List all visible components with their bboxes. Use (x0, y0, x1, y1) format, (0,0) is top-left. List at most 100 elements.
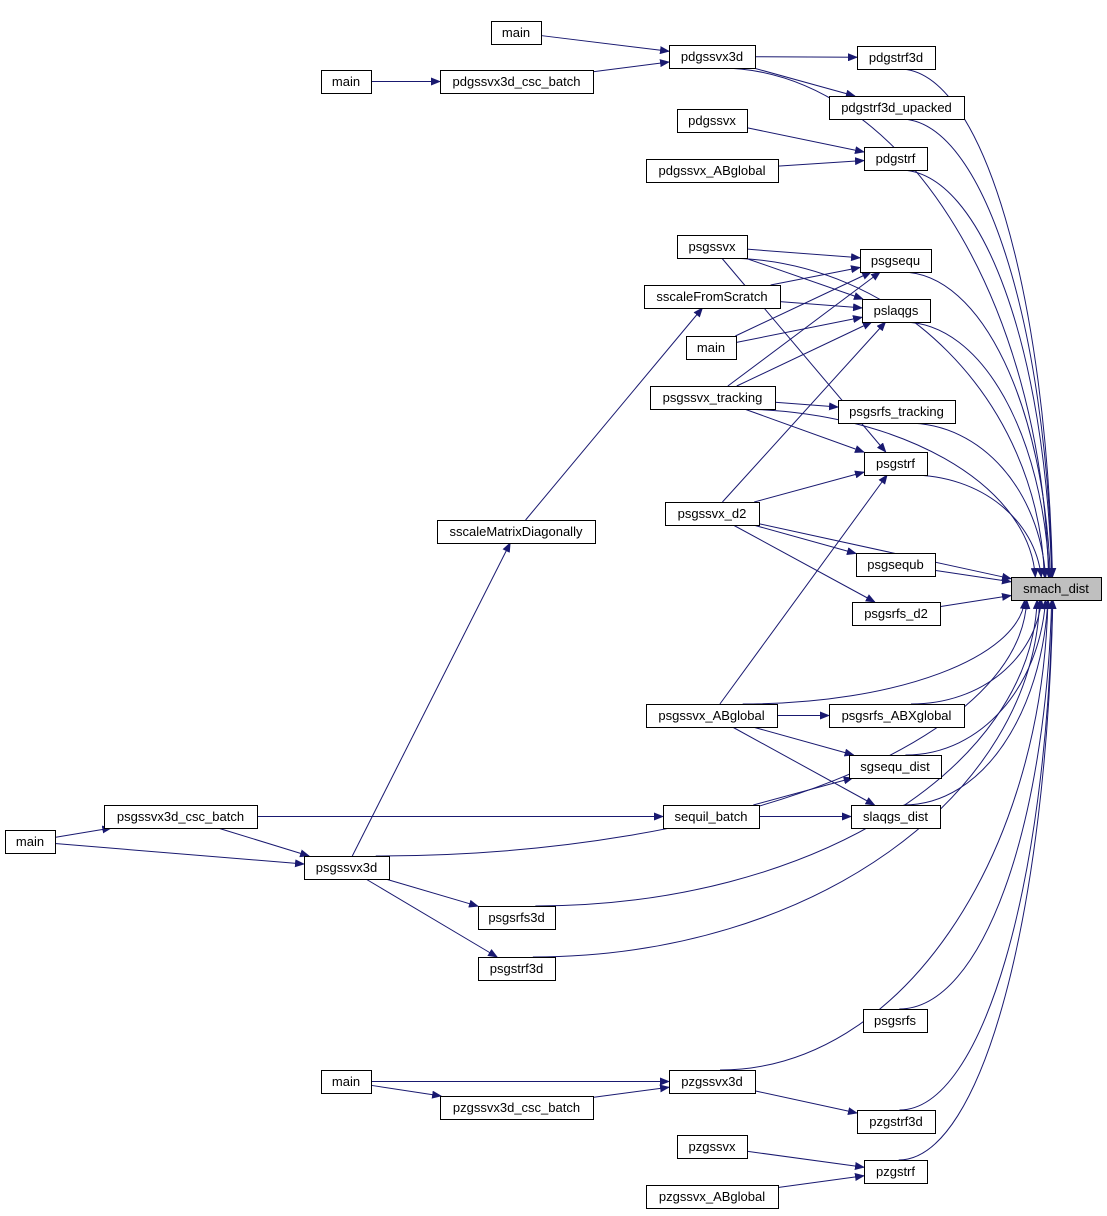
edge-psgssvx_tracking-to-psgsequ (727, 271, 881, 387)
edge-path (777, 1173, 865, 1189)
node-box[interactable] (669, 1070, 756, 1094)
node-box[interactable] (838, 400, 956, 424)
node-psgssvx3d_csc_batch[interactable]: psgssvx3d_csc_batch (104, 805, 258, 829)
node-sscaleMatrixDiagonally[interactable]: sscaleMatrixDiagonally (437, 520, 596, 544)
node-pzgstrf3d[interactable]: pzgstrf3d (857, 1110, 936, 1134)
node-box[interactable] (104, 805, 258, 829)
node-box[interactable] (437, 520, 596, 544)
edge-path (774, 401, 839, 411)
node-main[interactable]: main (686, 336, 737, 360)
node-box[interactable] (665, 502, 760, 526)
node-pdgssvx3d[interactable]: pdgssvx3d (669, 45, 756, 69)
edge-psgssvx_d2-to-smach_dist (758, 523, 1012, 581)
node-psgsrfs_d2[interactable]: psgsrfs_d2 (852, 602, 941, 626)
node-psgsrfs3d[interactable]: psgsrfs3d (478, 906, 556, 930)
node-box[interactable] (677, 109, 748, 133)
node-psgstrf[interactable]: psgstrf (864, 452, 928, 476)
node-psgssvx3d[interactable]: psgssvx3d (304, 856, 390, 880)
node-psgsrfs_tracking[interactable]: psgsrfs_tracking (838, 400, 956, 424)
node-box[interactable] (321, 70, 372, 94)
node-box[interactable] (1011, 577, 1102, 601)
node-box[interactable] (860, 249, 932, 273)
node-psgsrfs_ABXglobal[interactable]: psgsrfs_ABXglobal (829, 704, 965, 728)
edge-path (902, 321, 1053, 578)
node-box[interactable] (864, 1160, 928, 1184)
target-node-smach_dist[interactable]: smach_dist (1011, 577, 1102, 601)
node-psgssvx_ABglobal[interactable]: psgssvx_ABglobal (646, 704, 778, 728)
node-box[interactable] (851, 805, 941, 829)
node-pzgstrf[interactable]: pzgstrf (864, 1160, 928, 1184)
edge-psgstrf-to-smach_dist (910, 474, 1045, 578)
node-label: main (502, 25, 530, 40)
node-pzgssvx3d_csc_batch[interactable]: pzgssvx3d_csc_batch (440, 1096, 594, 1120)
edge-path (770, 265, 861, 286)
node-psgssvx_tracking[interactable]: psgssvx_tracking (650, 386, 776, 410)
node-pdgssvx3d_csc_batch[interactable]: pdgssvx3d_csc_batch (440, 70, 594, 94)
node-pzgssvx3d[interactable]: pzgssvx3d (669, 1070, 756, 1094)
node-pdgstrf3d_upacked[interactable]: pdgstrf3d_upacked (829, 96, 965, 120)
node-box[interactable] (864, 147, 928, 171)
node-sequil_batch[interactable]: sequil_batch (663, 805, 760, 829)
edge-path (900, 118, 1056, 578)
node-psgsrfs[interactable]: psgsrfs (863, 1009, 928, 1033)
node-main[interactable]: main (491, 21, 542, 45)
edge-sscaleFromScratch-to-pslaqgs (779, 301, 863, 312)
node-box[interactable] (686, 336, 737, 360)
node-label: psgsrfs_d2 (864, 606, 928, 621)
node-pdgstrf[interactable]: pdgstrf (864, 147, 928, 171)
node-psgsequ[interactable]: psgsequ (860, 249, 932, 273)
node-box[interactable] (440, 1096, 594, 1120)
node-pzgssvx[interactable]: pzgssvx (677, 1135, 748, 1159)
node-psgsequb[interactable]: psgsequb (856, 553, 936, 577)
node-box[interactable] (857, 1110, 936, 1134)
node-box[interactable] (863, 1009, 928, 1033)
node-box[interactable] (857, 46, 936, 70)
edge-path (754, 53, 858, 62)
node-pslaqgs[interactable]: pslaqgs (862, 299, 931, 323)
node-psgstrf3d[interactable]: psgstrf3d (478, 957, 556, 981)
node-box[interactable] (864, 452, 928, 476)
node-sgsequ_dist[interactable]: sgsequ_dist (849, 755, 942, 779)
node-box[interactable] (304, 856, 390, 880)
node-box[interactable] (646, 704, 778, 728)
edge-path (753, 776, 854, 806)
node-box[interactable] (829, 96, 965, 120)
node-main[interactable]: main (321, 1070, 372, 1094)
edge-psgssvx_d2-to-psgstrf (754, 470, 865, 503)
node-box[interactable] (849, 755, 942, 779)
node-box[interactable] (856, 553, 936, 577)
node-box[interactable] (852, 602, 941, 626)
node-box[interactable] (677, 235, 748, 259)
node-main[interactable]: main (321, 70, 372, 94)
node-box[interactable] (650, 386, 776, 410)
node-pdgssvx[interactable]: pdgssvx (677, 109, 748, 133)
node-box[interactable] (478, 906, 556, 930)
node-pzgssvx_ABglobal[interactable]: pzgssvx_ABglobal (646, 1185, 779, 1209)
edge-path (723, 257, 1049, 578)
edge-path (758, 523, 1012, 581)
node-main[interactable]: main (5, 830, 56, 854)
node-box[interactable] (669, 45, 756, 69)
node-box[interactable] (440, 70, 594, 94)
node-box[interactable] (646, 1185, 779, 1209)
node-psgssvx_d2[interactable]: psgssvx_d2 (665, 502, 760, 526)
node-psgssvx[interactable]: psgssvx (677, 235, 748, 259)
edge-sscaleFromScratch-to-psgsequ (770, 265, 861, 286)
node-box[interactable] (491, 21, 542, 45)
node-box[interactable] (663, 805, 760, 829)
node-box[interactable] (644, 285, 781, 309)
edge-path (736, 321, 873, 387)
node-box[interactable] (5, 830, 56, 854)
node-box[interactable] (829, 704, 965, 728)
node-box[interactable] (478, 957, 556, 981)
node-sscaleFromScratch[interactable]: sscaleFromScratch (644, 285, 781, 309)
node-box[interactable] (862, 299, 931, 323)
node-slaqgs_dist[interactable]: slaqgs_dist (851, 805, 941, 829)
node-box[interactable] (646, 159, 779, 183)
node-pdgssvx_ABglobal[interactable]: pdgssvx_ABglobal (646, 159, 779, 183)
edge-path (934, 569, 1012, 585)
node-label: psgstrf3d (490, 961, 543, 976)
node-pdgstrf3d[interactable]: pdgstrf3d (857, 46, 936, 70)
node-box[interactable] (321, 1070, 372, 1094)
node-box[interactable] (677, 1135, 748, 1159)
